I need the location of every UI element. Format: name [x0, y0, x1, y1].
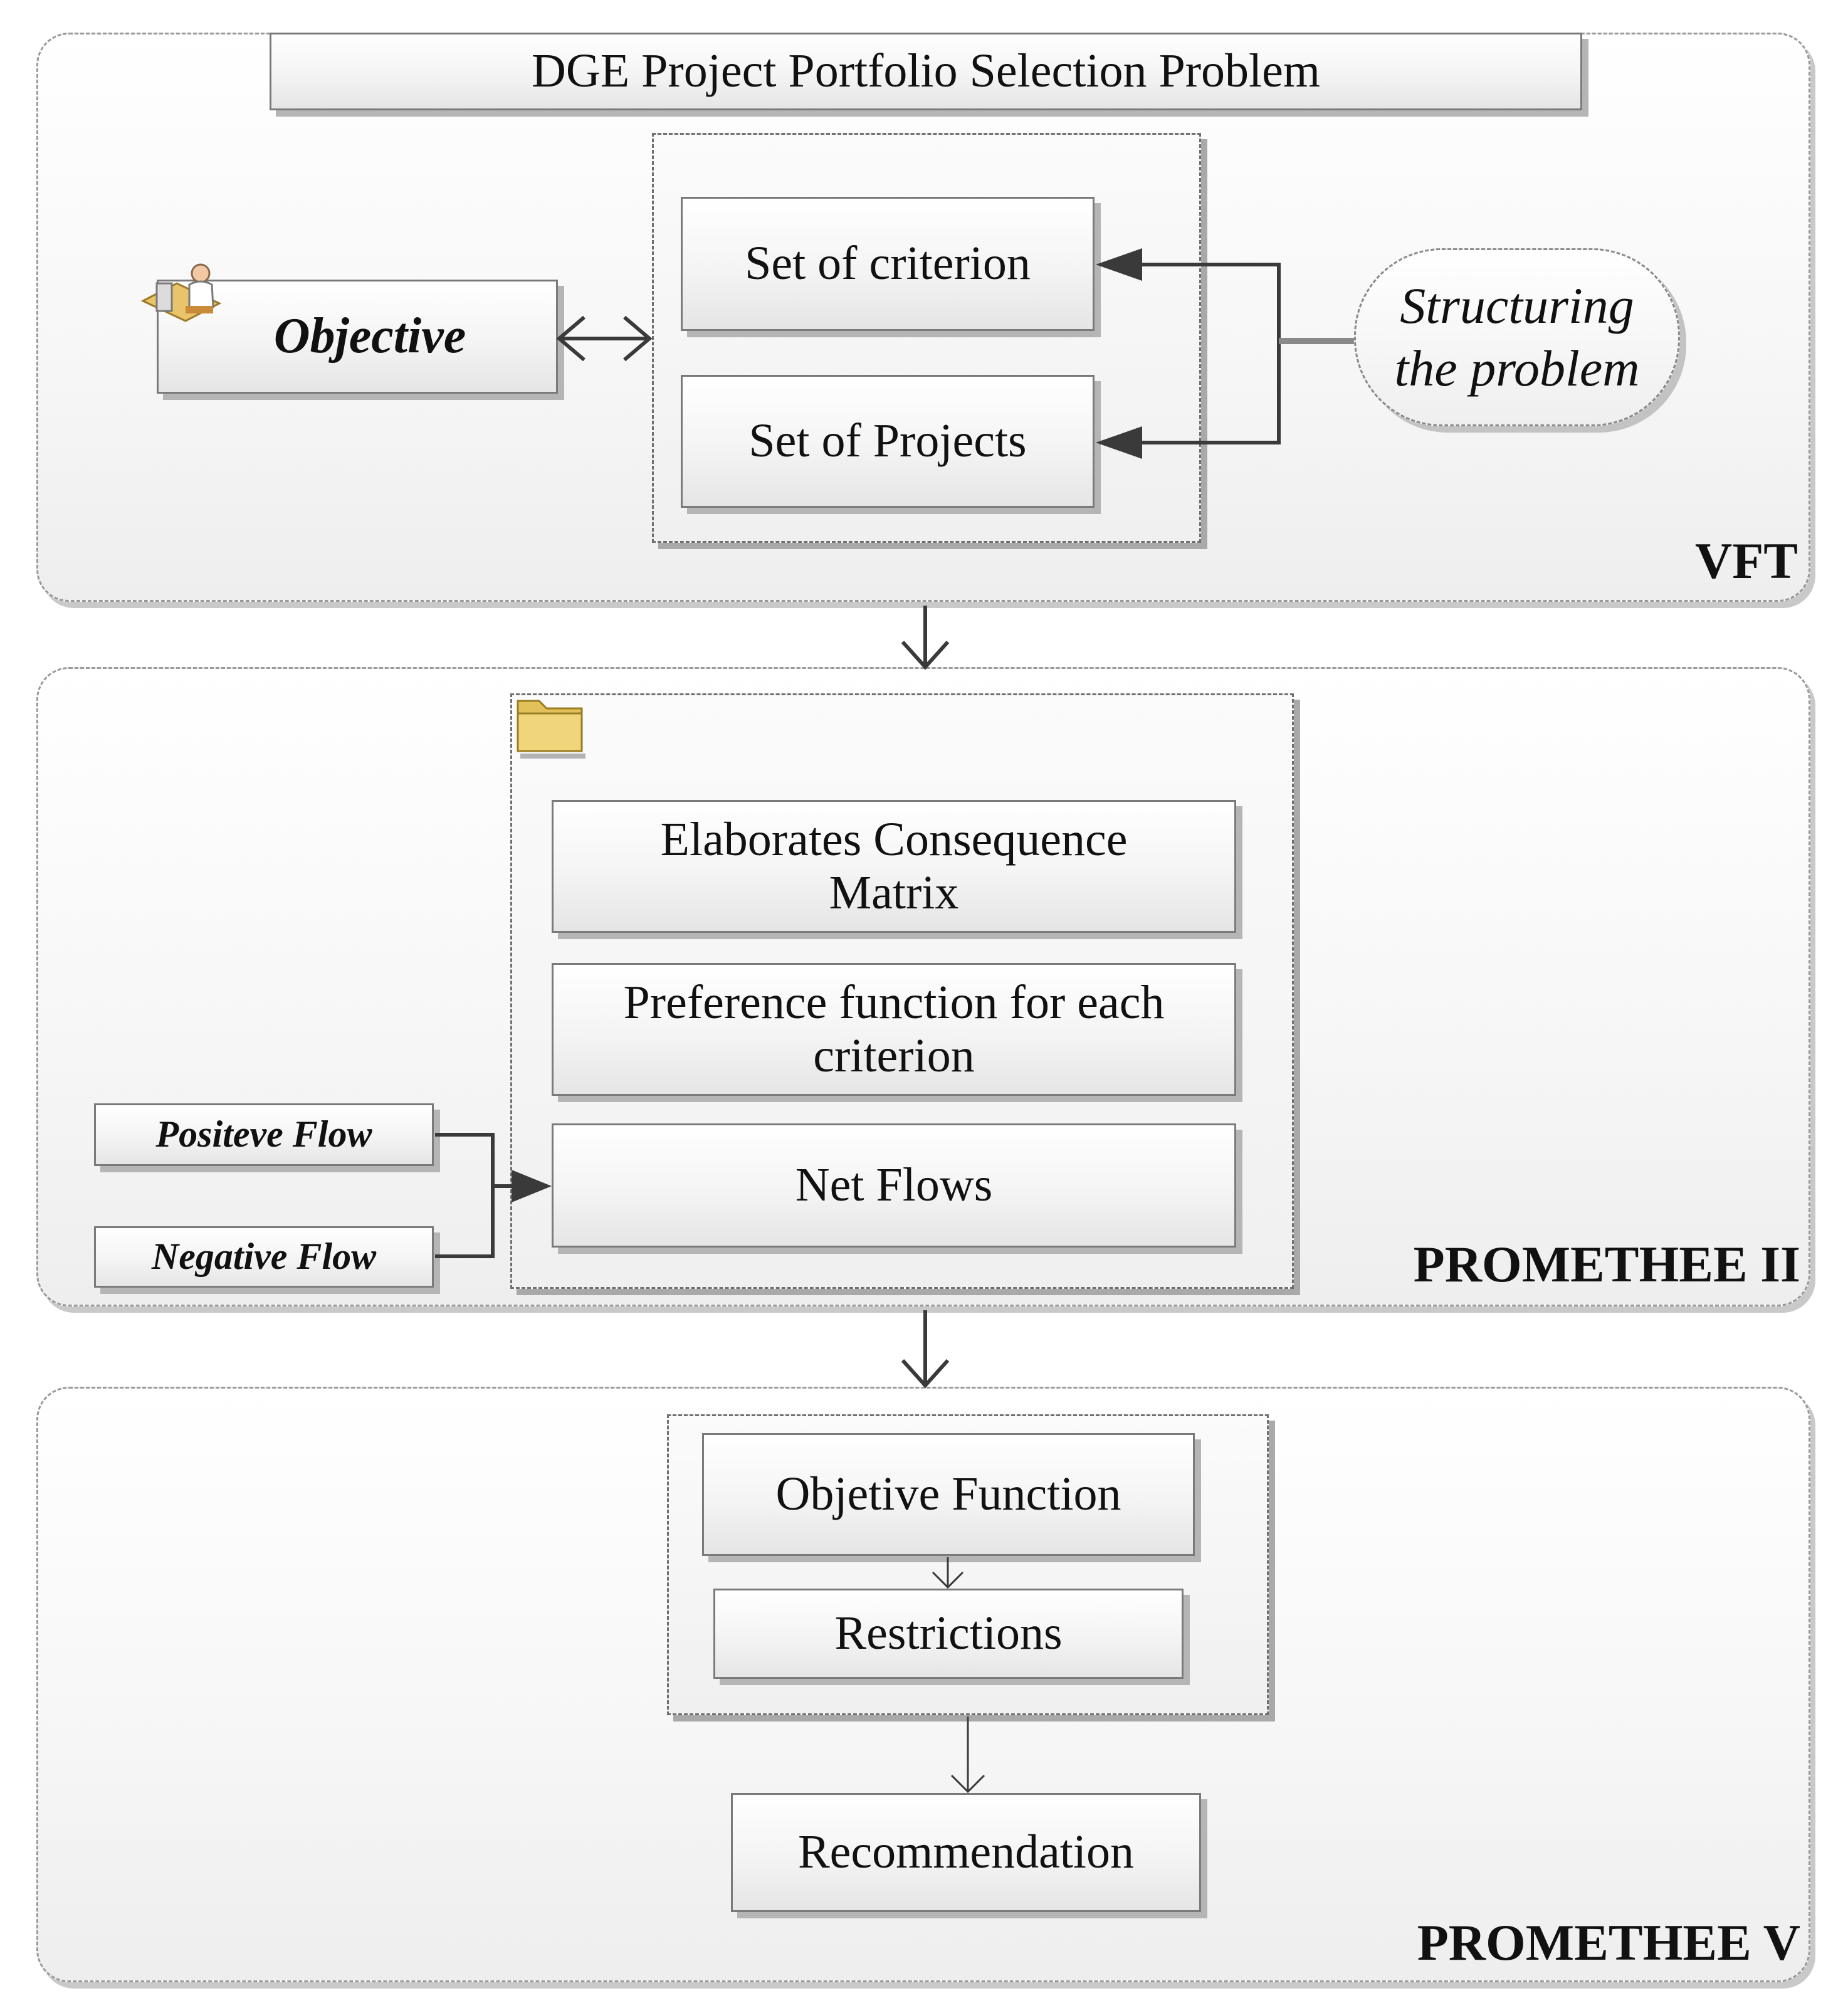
preference-line-2: criterion [813, 1029, 975, 1082]
objective-function-box: Objetive Function [702, 1433, 1195, 1556]
positive-flow-box: Positeve Flow [94, 1103, 434, 1166]
recommendation-box: Recommendation [731, 1793, 1201, 1912]
objective-box: Objective [157, 280, 558, 394]
structuring-the-problem-bubble: Structuring the problem [1354, 248, 1680, 426]
promethee-ii-stage-label: PROMETHEE II [1413, 1236, 1800, 1293]
structuring-line-1: Structuring [1400, 276, 1634, 334]
elaborates-consequence-matrix-box: Elaborates Consequence Matrix [552, 800, 1236, 933]
preference-function-box: Preference function for each criterion [552, 963, 1236, 1096]
consequence-line-2: Matrix [829, 866, 959, 919]
negative-flow-box: Negative Flow [94, 1226, 434, 1288]
diagram-title: DGE Project Portfolio Selection Problem [270, 33, 1582, 110]
preference-line-1: Preference function for each [623, 975, 1165, 1029]
set-of-projects-box: Set of Projects [681, 375, 1095, 508]
structuring-line-2: the problem [1394, 340, 1640, 397]
vft-stage-label: VFT [1695, 532, 1798, 589]
set-of-criterion-box: Set of criterion [681, 197, 1095, 331]
net-flows-box: Net Flows [552, 1123, 1236, 1248]
promethee-v-stage-label: PROMETHEE V [1417, 1914, 1800, 1971]
restrictions-box: Restrictions [713, 1589, 1184, 1679]
consequence-line-1: Elaborates Consequence [660, 812, 1128, 866]
